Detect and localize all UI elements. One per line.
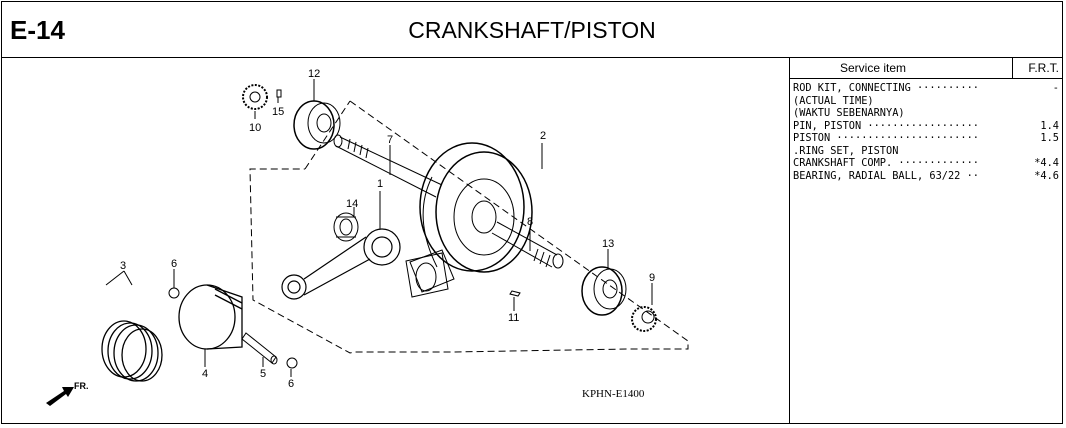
service-row: PIN, PISTON ··················1.4	[793, 119, 1059, 132]
callout-13: 13	[602, 238, 614, 250]
callout-12: 12	[308, 68, 320, 80]
service-table-header: Service item F.R.T.	[790, 57, 1063, 79]
section-code: E-14	[10, 15, 65, 45]
piston-rings	[101, 320, 163, 382]
dowel-pin	[276, 89, 282, 98]
service-row: (WAKTU SEBENARNYA)	[793, 107, 905, 119]
callout-10: 10	[249, 122, 261, 134]
front-label: FR.	[74, 381, 89, 391]
woodruff-key	[509, 290, 521, 297]
callout-5: 5	[260, 368, 266, 380]
crankshaft-left-shaft	[333, 134, 443, 198]
figure-reference: KPHN-E1400	[582, 388, 645, 400]
exploded-diagram: 1 2 3 4 5 6 6 7 8 9 10 11 12 13 14 15 FR…	[2, 57, 789, 423]
callout-3: 3	[120, 260, 126, 272]
callout-8: 8	[527, 216, 533, 228]
callout-11: 11	[508, 312, 519, 324]
callout-9: 9	[649, 272, 655, 284]
connecting-rod	[281, 228, 401, 300]
front-arrow-icon	[46, 387, 74, 406]
callout-14: 14	[346, 198, 358, 210]
assembly-outline	[249, 100, 689, 354]
crank-sleeve	[405, 252, 449, 298]
callout-15: 15	[272, 106, 284, 118]
callout-2: 2	[540, 130, 546, 142]
timing-gear	[242, 84, 268, 110]
bearing-left	[293, 100, 341, 150]
piston-pin-clip-2	[286, 357, 298, 369]
service-row: .RING SET, PISTON	[793, 144, 899, 157]
page-title: CRANKSHAFT/PISTON	[408, 17, 656, 43]
piston	[178, 284, 243, 350]
service-row: CRANKSHAFT COMP. ·············*4.4	[793, 157, 1059, 169]
col-service-item: Service item	[840, 61, 907, 75]
service-row: ROD KIT, CONNECTING ··········-	[793, 82, 1059, 94]
crankshaft-right-shaft	[491, 221, 564, 269]
callout-1: 1	[377, 178, 383, 190]
diagram-drawing: 1 2 3 4 5 6 6 7 8 9 10 11 12 13 14 15 FR…	[46, 68, 689, 406]
crankshaft-flywheel	[419, 142, 533, 273]
header-bar: E-14 CRANKSHAFT/PISTON	[2, 2, 1062, 58]
piston-pin	[241, 332, 278, 365]
drive-gear	[631, 306, 657, 332]
callout-6a: 6	[171, 258, 177, 270]
bearing-right	[581, 266, 627, 316]
needle-bearing	[333, 212, 359, 242]
callout-7: 7	[387, 134, 393, 146]
service-table: Service item F.R.T. ROD KIT, CONNECTING …	[789, 57, 1063, 423]
crank-pin	[409, 249, 455, 293]
callout-6b: 6	[288, 378, 294, 390]
callout-4: 4	[202, 368, 208, 380]
service-row: (ACTUAL TIME)	[793, 94, 874, 107]
service-row: PISTON ·······················1.5	[793, 132, 1059, 144]
col-frt: F.R.T.	[1028, 61, 1059, 75]
service-row: BEARING, RADIAL BALL, 63/22 ··*4.6	[793, 169, 1059, 182]
service-rows: ROD KIT, CONNECTING ··········- (ACTUAL …	[793, 82, 1059, 182]
piston-pin-clip-1	[168, 287, 180, 299]
